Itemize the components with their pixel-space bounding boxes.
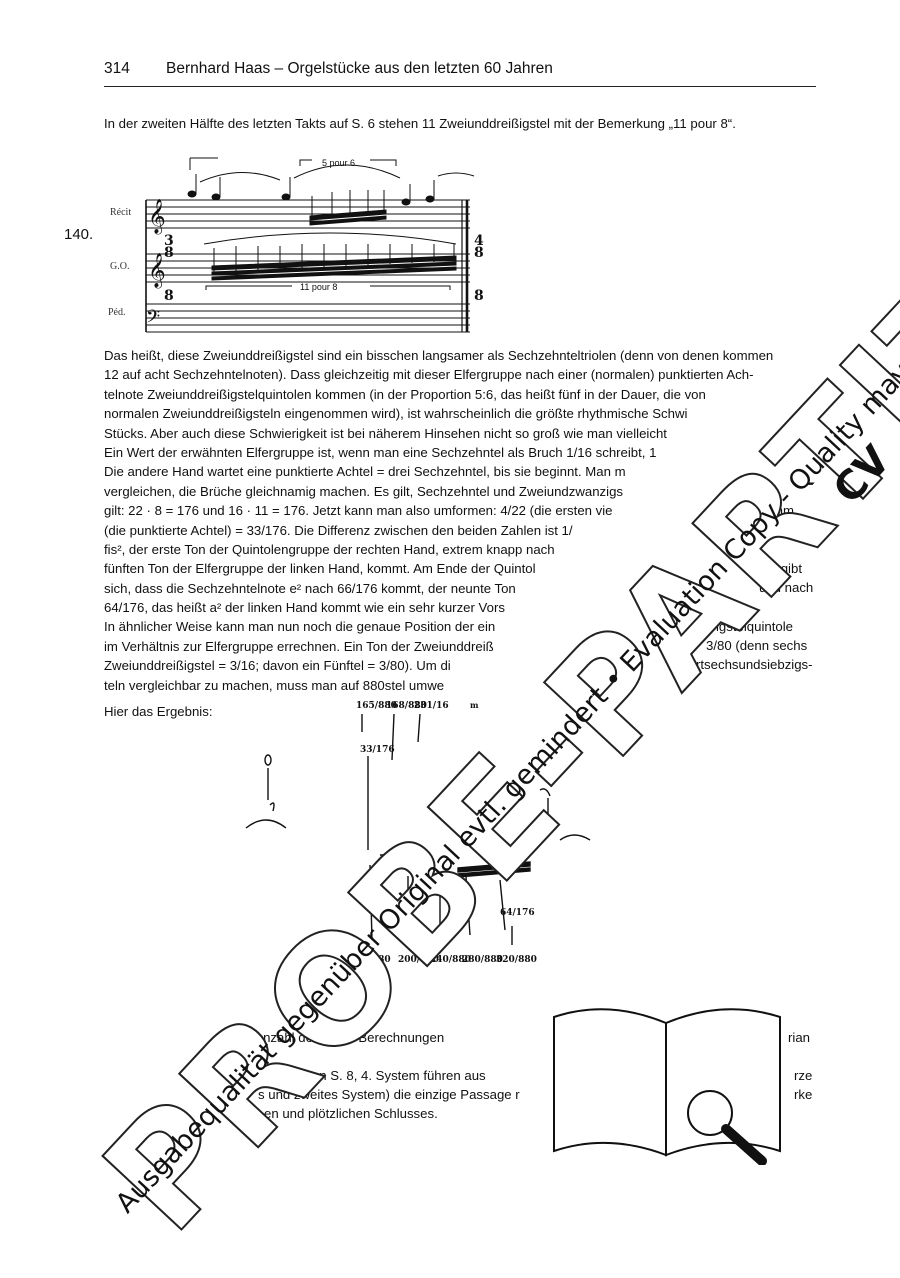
result-diagram: 165/880 168/880 231/16 m 33/176 64/176 4… <box>245 700 591 965</box>
tail-fragment: rian <box>788 1030 810 1045</box>
body-line: sich, dass die Sechzehntelnote e² nach 6… <box>104 580 516 596</box>
staff-label-go: G.O. <box>110 261 130 272</box>
body-line: fis², der erste Ton der Quintolengruppe … <box>104 541 555 557</box>
body-line: im Verhältnis zur Elfergruppe errechnen.… <box>104 638 494 654</box>
fraction-bottom-1: 40/880 <box>356 955 391 965</box>
svg-text:m: m <box>470 700 479 710</box>
body-fragment: 3/80 (denn sechs <box>706 638 808 653</box>
fraction-bottom-2: 200/880 <box>398 955 439 965</box>
music-score: 𝄞 𝄞 𝄢 38 8 48 8 5 pour 6 <box>145 157 484 333</box>
body-line: 64/176, das heißt a² der linken Hand kom… <box>104 600 505 616</box>
staff-label-recit: Récit <box>110 207 132 218</box>
svg-text:8: 8 <box>164 245 174 261</box>
fraction-top-3: 231/16 <box>414 701 449 711</box>
body-line: normalen Zweiunddreißigsteln eingenommen… <box>104 406 688 422</box>
tuplet-label-bottom: 11 pour 8 <box>300 282 337 292</box>
svg-text:4: 4 <box>474 233 484 249</box>
body-line: Die andere Hand wartet eine punktierte A… <box>104 464 626 480</box>
upper-notes <box>187 157 475 226</box>
tail-line: s und zweites System) die einzige Passag… <box>258 1087 520 1102</box>
body-line: Ein Wert der erwähnten Elfergruppe ist, … <box>104 444 657 460</box>
clefs: 𝄞 𝄞 𝄢 <box>146 199 166 332</box>
body-line: Das heißt, diese Zweiunddreißigstel sind… <box>104 348 774 363</box>
body-line: telnote Zweiunddreißigstelquintolen komm… <box>104 386 706 402</box>
fraction-bottom-4: 280/880 <box>462 955 503 965</box>
svg-text:8: 8 <box>474 245 484 261</box>
body-fragment: ergibt <box>769 561 802 576</box>
body-line: gilt: 22 · 8 = 176 und 16 · 11 = 176. Je… <box>104 503 613 519</box>
body-line: teln vergleichbar zu machen, muss man au… <box>104 677 445 693</box>
fraction-bottom-3: 240/880 <box>430 955 471 965</box>
body-line: (die punktierte Achtel) = 33/176. Die Di… <box>104 522 573 538</box>
staff-label-ped: Péd. <box>108 307 126 318</box>
body-line: 12 auf acht Sechzehntelnoten). Dass glei… <box>104 367 754 383</box>
body-line: fünften Ton der Elfergruppe der linken H… <box>104 561 536 577</box>
result-label: Hier das Ergebnis: <box>104 704 213 719</box>
tail-fragment: rke <box>794 1087 813 1102</box>
body-line: Zweiunddreißigstel = 3/16; davon ein Fün… <box>104 658 451 674</box>
magnifier-book-icon <box>553 1008 781 1165</box>
tail-line: en und plötzlichen Schlusses. <box>264 1106 438 1121</box>
body-fragment: und nach <box>759 580 814 595</box>
tail-line: wechsel von S. 8, 4. System führen aus <box>254 1068 486 1083</box>
svg-text:8: 8 <box>474 288 484 304</box>
measure-number: 140. <box>64 226 94 243</box>
lower-notes <box>203 232 457 290</box>
tail-fragment: rze <box>794 1068 813 1083</box>
body-fragment: mm <box>772 503 794 518</box>
svg-text:𝄢: 𝄢 <box>146 307 160 332</box>
svg-text:8: 8 <box>164 288 174 304</box>
carus-logo: CV <box>824 437 900 513</box>
svg-text:𝄞: 𝄞 <box>148 253 166 289</box>
fraction-top-1: 165/880 <box>356 701 397 711</box>
body-line: In ähnlicher Weise kann man nun noch die… <box>104 619 496 635</box>
fraction-mid: 33/176 <box>360 745 395 755</box>
svg-text:3: 3 <box>164 233 174 249</box>
fraction-side: 64/176 <box>500 908 535 918</box>
body-fragment: rtsechsundsiebzigs- <box>696 657 813 672</box>
body-line: vergleichen, die Brüche gleichnamig mach… <box>104 483 624 499</box>
tail-line: e Anzahl derartiger Berechnungen <box>244 1030 445 1045</box>
tuplet-label-top: 5 pour 6 <box>322 158 355 168</box>
running-title: Bernhard Haas – Orgelstücke aus den letz… <box>166 60 553 77</box>
fraction-top-2: 168/880 <box>386 701 427 711</box>
page-number: 314 <box>104 60 130 77</box>
staff-lines <box>145 199 470 333</box>
body-paragraph: Das heißt, diese Zweiunddreißigstel sind… <box>104 346 816 695</box>
svg-text:𝄞: 𝄞 <box>148 199 166 235</box>
fraction-bottom-5: 320/880 <box>496 955 537 965</box>
time-signatures: 38 8 48 8 <box>164 233 484 304</box>
page-header: 314 Bernhard Haas – Orgelstücke aus den … <box>104 60 816 87</box>
intro-paragraph: In der zweiten Hälfte des letzten Takts … <box>104 116 736 131</box>
body-line: Stücks. Aber auch diese Schwierigkeit is… <box>104 425 667 441</box>
body-fragment: igstelquintole <box>716 619 793 634</box>
body-fragment: ter <box>752 561 768 576</box>
